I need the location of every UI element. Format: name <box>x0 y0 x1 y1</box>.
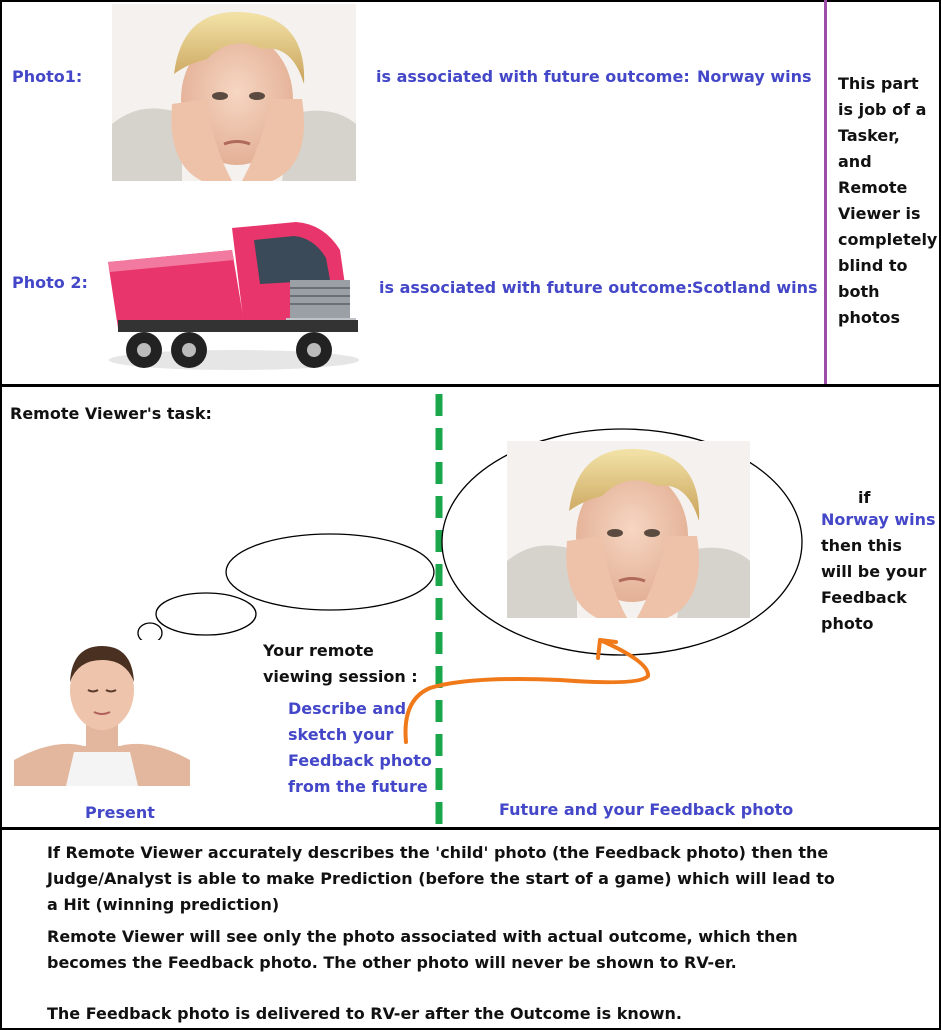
frame-right <box>939 0 941 1030</box>
frame-top <box>0 0 941 2</box>
divider-bottom <box>0 827 941 830</box>
tasker-note: This part is job of a Tasker, and Remote… <box>838 74 938 327</box>
session-instruction: Describe and sketch your Feedback photo … <box>288 699 432 796</box>
frame-left <box>0 0 2 1030</box>
divider-top <box>0 384 941 387</box>
task-title: Remote Viewer's task: <box>10 404 212 423</box>
thought-bubble <box>225 533 435 611</box>
feedback-note: then this will be your Feedback photo <box>821 536 927 633</box>
if-outcome: Norway wins <box>821 510 936 529</box>
photo1-association-text: is associated with future outcome: <box>376 67 690 86</box>
photo2-label: Photo 2: <box>12 273 88 292</box>
woman-meditating-photo <box>14 640 190 786</box>
frame-bottom <box>0 1028 941 1030</box>
bottom-paragraph-1: If Remote Viewer accurately describes th… <box>47 843 835 914</box>
feedback-child-photo <box>507 441 750 618</box>
future-ellipse <box>441 428 803 656</box>
photo2-association-text: is associated with future outcome: <box>379 278 693 297</box>
if-word: if <box>858 488 871 507</box>
tasker-divider <box>824 0 827 384</box>
curved-arrow <box>403 638 650 744</box>
present-label: Present <box>85 803 155 822</box>
future-label: Future and your Feedback photo <box>499 800 794 819</box>
photo1-label: Photo1: <box>12 67 83 86</box>
bottom-paragraph-2: Remote Viewer will see only the photo as… <box>47 927 798 972</box>
photo2-outcome: Scotland wins <box>692 278 818 297</box>
session-label: Your remote viewing session : <box>263 641 418 686</box>
bottom-paragraph-3: The Feedback photo is delivered to RV-er… <box>47 1004 682 1023</box>
photo1-outcome: Norway wins <box>697 67 812 86</box>
